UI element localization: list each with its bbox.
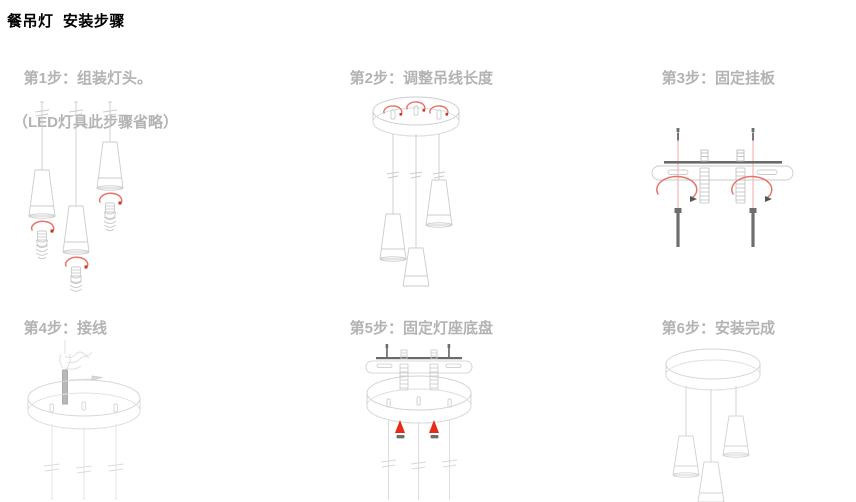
cone-shade-left bbox=[379, 213, 407, 262]
bracket-slot bbox=[756, 169, 778, 175]
canopy-disc bbox=[27, 379, 141, 430]
cone-shade-right bbox=[722, 415, 750, 458]
rotate-arrow-icon bbox=[406, 101, 426, 112]
bulb-right bbox=[103, 202, 117, 232]
pendant-cords bbox=[388, 420, 451, 500]
arrow-head bbox=[422, 109, 426, 112]
page-title: 餐吊灯 安装步骤 bbox=[7, 13, 125, 30]
up-arrow-icon bbox=[395, 420, 405, 433]
expansion-anchors bbox=[699, 167, 746, 204]
step-2-label-line1: 第2步：调整吊线长度 bbox=[349, 70, 494, 87]
pendant-left bbox=[28, 101, 56, 219]
step-1-label: 第1步：组装灯头。 （LED灯具此步骤省略） bbox=[7, 46, 178, 178]
step-1-label-line2: （LED灯具此步骤省略） bbox=[13, 114, 179, 131]
bulb-center bbox=[69, 266, 83, 292]
step-2-label: 第2步：调整吊线长度 bbox=[333, 46, 493, 112]
step-3-label: 第3步：固定挂板 bbox=[645, 46, 775, 112]
rotate-arrow-icon bbox=[429, 105, 449, 116]
arrow-head bbox=[118, 201, 122, 205]
step-3-label-line1: 第3步：固定挂板 bbox=[661, 70, 776, 87]
pendant-center bbox=[62, 101, 90, 255]
step-5-illustration bbox=[356, 340, 506, 502]
cord-adjusters bbox=[43, 463, 125, 474]
bracket-bar bbox=[651, 161, 794, 181]
pendant-right bbox=[96, 101, 124, 191]
cap-nut bbox=[430, 435, 439, 439]
cord-adjusters bbox=[386, 171, 446, 179]
pendant-cords bbox=[685, 386, 737, 462]
rotate-arrow-icon bbox=[98, 192, 123, 205]
step-1-label-line1: 第1步：组装灯头。 bbox=[23, 70, 153, 87]
cord-adjusters bbox=[380, 459, 458, 470]
bracket-screws bbox=[385, 344, 451, 357]
rotate-arrow-icon bbox=[656, 175, 698, 199]
rotate-arrow-icon bbox=[64, 256, 89, 269]
cord-outlets bbox=[49, 401, 118, 413]
cone-shade-center bbox=[402, 247, 430, 287]
cord-outlets bbox=[386, 396, 452, 408]
arrow-head bbox=[399, 113, 403, 116]
step-4-label-line1: 第4步：接线 bbox=[23, 320, 108, 337]
step-5-label: 第5步：固定灯座底盘 bbox=[333, 296, 493, 362]
bracket-assembly bbox=[365, 344, 473, 391]
step-3-illustration bbox=[650, 118, 795, 253]
cap-nut bbox=[396, 435, 405, 439]
step-4-illustration bbox=[12, 332, 172, 502]
bolt-heads bbox=[700, 149, 745, 162]
expansion-anchors bbox=[399, 363, 439, 391]
arrow-head bbox=[690, 196, 697, 202]
arrow-head bbox=[50, 229, 54, 233]
cone-shade-left bbox=[672, 435, 700, 478]
rotate-arrow-icon bbox=[731, 175, 773, 199]
cone-shade-right bbox=[425, 179, 453, 228]
step-4-label: 第4步：接线 bbox=[7, 296, 107, 362]
canopy-disc bbox=[372, 96, 460, 137]
wire-connection bbox=[59, 340, 103, 405]
rotate-arrow-icon bbox=[383, 105, 403, 116]
up-arrow-icon bbox=[429, 420, 439, 433]
cord-outlets bbox=[390, 105, 442, 120]
bracket-slot bbox=[667, 169, 689, 175]
cone-shade-center bbox=[697, 461, 725, 502]
push-up-arrows bbox=[395, 420, 439, 439]
canopy-disc bbox=[366, 375, 472, 424]
upper-screws bbox=[676, 128, 755, 141]
step-6-label-line1: 第6步：安装完成 bbox=[661, 320, 776, 337]
pendant-cords bbox=[51, 424, 117, 500]
arrow-head bbox=[765, 196, 772, 202]
pendant-cords bbox=[392, 134, 440, 248]
step-2-illustration bbox=[368, 96, 518, 287]
arrow-head bbox=[84, 265, 88, 269]
lag-screws bbox=[674, 208, 757, 247]
step-1-illustration bbox=[10, 98, 170, 292]
step-6-illustration bbox=[655, 342, 800, 502]
arrow-head bbox=[445, 113, 449, 116]
step-5-label-line1: 第5步：固定灯座底盘 bbox=[349, 320, 494, 337]
canopy-disc bbox=[665, 348, 761, 391]
step-6-label: 第6步：安装完成 bbox=[645, 296, 775, 362]
bulb-left bbox=[35, 230, 49, 260]
rotate-arrow-icon bbox=[30, 220, 55, 233]
